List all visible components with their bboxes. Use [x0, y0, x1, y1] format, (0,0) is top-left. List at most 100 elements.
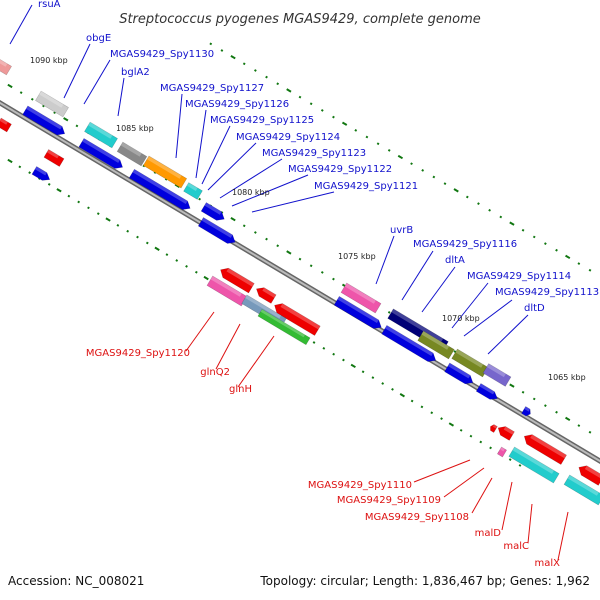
forward-gene-shape — [333, 296, 382, 329]
minor-tick — [30, 97, 34, 101]
reverse-label-leader — [557, 511, 569, 561]
product-feature-shape — [183, 182, 203, 200]
reverse-gene-shine — [584, 465, 600, 480]
minor-tick — [387, 310, 391, 314]
product-feature — [257, 308, 311, 346]
minor-tick — [555, 248, 558, 252]
minor-tick — [309, 102, 313, 106]
minor-tick — [175, 259, 179, 262]
minor-tick — [332, 277, 335, 281]
minor-tick — [126, 229, 130, 233]
forward-label-leader — [201, 125, 231, 185]
product-feature-shine — [455, 349, 484, 368]
accession-label: Accession: NC_008021 — [8, 574, 145, 588]
minor-tick — [320, 271, 324, 274]
product-feature-shine — [512, 446, 554, 474]
forward-label-leader — [231, 174, 309, 207]
minor-tick — [242, 62, 246, 66]
minor-tick — [544, 404, 547, 407]
minor-tick — [298, 257, 302, 261]
product-feature-shine — [146, 156, 182, 179]
forward-gene-label: obgE — [86, 33, 111, 44]
reverse-label-leader — [471, 477, 493, 514]
reverse-gene-label: malX — [535, 558, 561, 569]
forward-gene-shape — [200, 202, 225, 221]
forward-gene — [197, 217, 236, 244]
forward-gene-shape — [197, 217, 236, 244]
forward-label-leader — [219, 158, 283, 199]
forward-gene-shine — [385, 325, 434, 357]
major-tick — [453, 188, 459, 193]
minor-tick — [77, 200, 81, 204]
reverse-gene — [0, 117, 12, 133]
forward-gene-label: MGAS9429_Spy1122 — [288, 164, 392, 175]
reverse-gene — [220, 267, 255, 294]
minor-tick — [254, 69, 257, 72]
product-feature-shape — [497, 446, 507, 458]
forward-gene-shape — [381, 324, 437, 362]
product-feature — [563, 474, 600, 506]
forward-gene — [333, 296, 382, 329]
major-tick — [203, 275, 209, 281]
minor-tick — [465, 195, 469, 199]
reverse-gene-shape — [274, 303, 321, 336]
minor-tick — [588, 268, 592, 272]
product-feature-shine — [567, 475, 599, 496]
reverse-gene-shape — [497, 426, 515, 441]
reverse-gene-shape — [523, 434, 567, 465]
product-feature-shine — [260, 309, 305, 338]
major-tick — [286, 88, 292, 93]
reverse-gene — [490, 424, 498, 433]
minor-tick — [381, 382, 385, 385]
minor-tick — [342, 358, 345, 362]
major-tick — [397, 154, 404, 160]
reverse-gene-shape — [0, 117, 12, 133]
rrna-block — [0, 58, 12, 76]
major-tick — [7, 158, 13, 164]
reverse-label-leader — [501, 481, 513, 531]
minor-tick — [220, 49, 224, 52]
product-feature — [482, 363, 512, 387]
minor-tick — [265, 237, 268, 241]
product-feature-shape — [116, 141, 148, 167]
reverse-gene-shape — [490, 424, 498, 433]
forward-gene — [22, 105, 66, 136]
minor-tick — [479, 440, 483, 444]
minor-tick — [254, 231, 257, 234]
forward-gene-label: bglA2 — [121, 67, 150, 78]
product-feature-shape — [84, 121, 118, 149]
minor-tick — [469, 434, 473, 438]
reverse-gene-label: malD — [475, 528, 502, 539]
forward-gene-label: MGAS9429_Spy1124 — [236, 132, 340, 143]
minor-tick — [371, 376, 375, 379]
genome-backbone — [0, 100, 600, 464]
forward-gene — [200, 202, 225, 221]
backbone-highlight — [0, 101, 600, 463]
minor-tick — [577, 424, 581, 427]
minor-tick — [320, 109, 324, 112]
minor-tick — [365, 135, 369, 139]
reverse-gene-label: malC — [503, 541, 529, 552]
forward-gene — [521, 406, 531, 417]
reverse-gene-label: MGAS9429_Spy1109 — [337, 495, 441, 506]
major-tick — [105, 217, 111, 222]
forward-gene-shape — [444, 362, 474, 385]
product-feature — [508, 446, 560, 484]
minor-tick — [430, 411, 434, 415]
reverse-gene-label: glnH — [229, 384, 252, 395]
pseudogene — [35, 90, 69, 118]
reverse-gene-label: glnQ2 — [200, 367, 230, 378]
forward-gene-shine — [34, 166, 47, 176]
forward-gene-shine — [524, 406, 531, 412]
scale-label: 1075 kbp — [338, 252, 376, 261]
major-tick — [286, 250, 292, 255]
product-feature-shine — [186, 182, 198, 191]
forward-gene-label: MGAS9429_Spy1130 — [110, 49, 214, 60]
reverse-gene-shine — [503, 426, 515, 435]
reverse-gene-shine — [226, 268, 255, 287]
reverse-gene-shape — [43, 149, 65, 167]
forward-gene — [381, 324, 437, 362]
minor-tick — [376, 142, 380, 146]
minor-tick — [432, 175, 436, 179]
